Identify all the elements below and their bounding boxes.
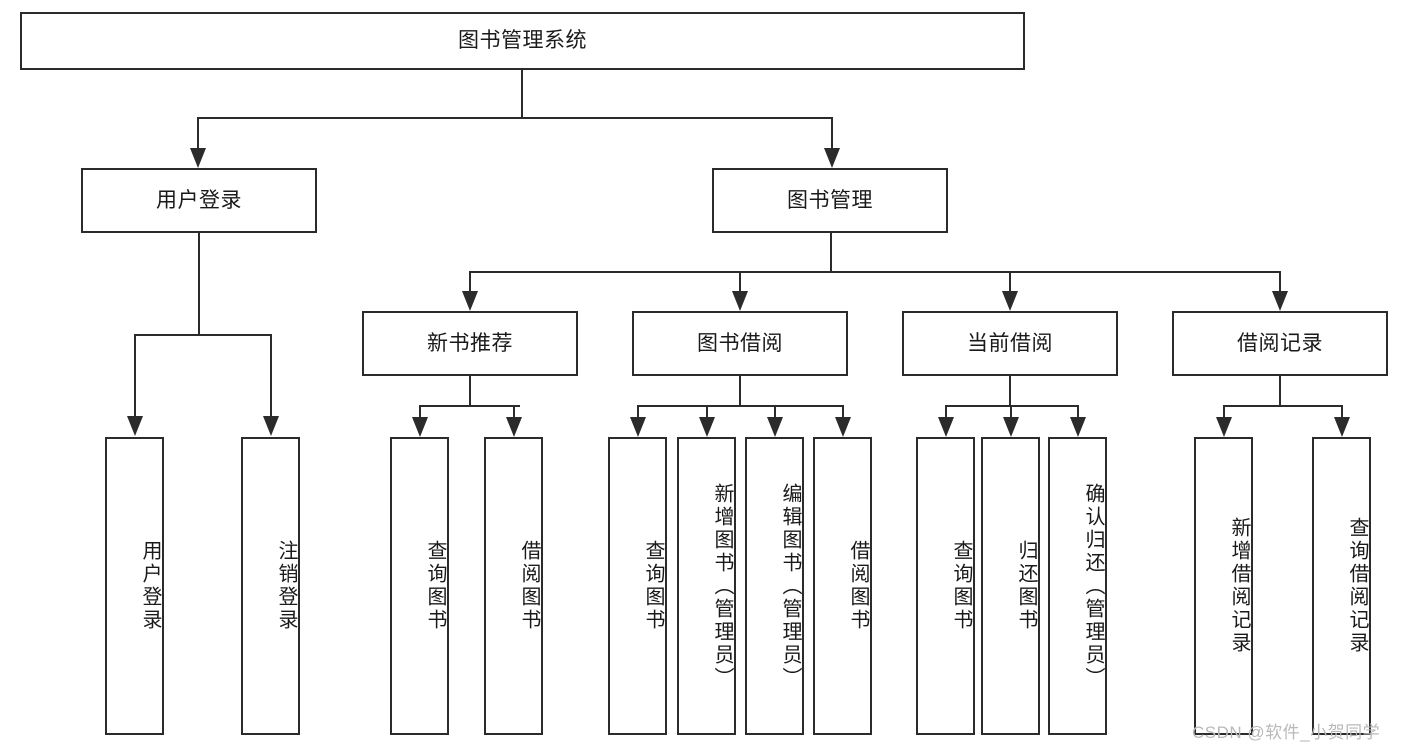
connector-book-borrow-stem — [739, 376, 741, 407]
leaf-br-add-record[interactable]: 新增借阅记录 — [1194, 437, 1253, 735]
connector-current-borrow-bus — [945, 405, 1079, 407]
node-label: 查询图书 — [950, 540, 972, 632]
leaf-bb-add-book-admin[interactable]: 新增图书（管理员） — [677, 437, 736, 735]
connector-borrow-record-stem — [1279, 376, 1281, 407]
node-book-borrow[interactable]: 图书借阅 — [632, 311, 848, 376]
arrowhead-bb-to-leaf-2 — [699, 417, 715, 437]
node-label: 新增图书（管理员） — [711, 482, 733, 690]
node-book-management[interactable]: 图书管理 — [712, 168, 948, 233]
connector-to-current-borrow — [1009, 271, 1011, 293]
connector-cb-to-leaf-2 — [1010, 405, 1012, 419]
node-label: 借阅图书 — [518, 540, 540, 632]
connector-root-to-user-login — [197, 117, 199, 149]
leaf-user-login[interactable]: 用户登录 — [105, 437, 164, 735]
node-label: 当前借阅 — [967, 331, 1053, 355]
connector-user-login-to-leaf-2 — [270, 334, 272, 417]
node-label: 新书推荐 — [427, 331, 513, 355]
connector-new-book-recommend-stem — [469, 376, 471, 407]
connector-borrow-record-bus — [1223, 405, 1343, 407]
arrowhead-bb-to-leaf-1 — [630, 417, 646, 437]
leaf-br-query-record[interactable]: 查询借阅记录 — [1312, 437, 1371, 735]
connector-user-login-stem — [198, 233, 200, 335]
connector-user-login-to-leaf-1 — [134, 334, 136, 417]
node-label: 图书借阅 — [697, 331, 783, 355]
connector-user-login-bus — [134, 334, 270, 336]
leaf-nbr-borrow-book[interactable]: 借阅图书 — [484, 437, 543, 735]
arrowhead-to-new-book-recommend — [462, 291, 478, 311]
arrowhead-br-to-leaf-1 — [1216, 417, 1232, 437]
arrowhead-bb-to-leaf-3 — [767, 417, 783, 437]
leaf-logout[interactable]: 注销登录 — [241, 437, 300, 735]
node-borrow-record[interactable]: 借阅记录 — [1172, 311, 1388, 376]
connector-cb-to-leaf-1 — [945, 405, 947, 419]
arrowhead-root-to-user-login — [190, 148, 206, 168]
connector-new-book-recommend-bus — [419, 405, 520, 407]
leaf-cb-confirm-return-admin[interactable]: 确认归还（管理员） — [1048, 437, 1107, 735]
leaf-bb-query-book[interactable]: 查询图书 — [608, 437, 667, 735]
connector-to-new-book-recommend — [469, 271, 471, 293]
node-label: 查询图书 — [424, 540, 446, 632]
node-label: 确认归还（管理员） — [1082, 482, 1104, 690]
node-label: 借阅记录 — [1237, 331, 1323, 355]
arrowhead-bb-to-leaf-4 — [835, 417, 851, 437]
connector-nbr-to-leaf-1 — [419, 405, 421, 419]
arrowhead-user-login-to-leaf-1 — [127, 416, 143, 436]
connector-to-book-borrow — [739, 271, 741, 293]
connector-bb-to-leaf-3 — [774, 405, 776, 419]
connector-bb-to-leaf-1 — [637, 405, 639, 419]
node-label: 用户登录 — [139, 540, 161, 632]
node-label: 查询借阅记录 — [1346, 517, 1368, 655]
connector-level3-bus — [469, 271, 1281, 273]
node-label: 新增借阅记录 — [1228, 517, 1250, 655]
connector-nbr-to-leaf-2 — [513, 405, 515, 419]
node-label: 查询图书 — [642, 540, 664, 632]
leaf-nbr-query-book[interactable]: 查询图书 — [390, 437, 449, 735]
node-label: 用户登录 — [156, 188, 242, 212]
leaf-bb-borrow-book[interactable]: 借阅图书 — [813, 437, 872, 735]
connector-book-management-stem — [830, 233, 832, 273]
arrowhead-to-borrow-record — [1272, 291, 1288, 311]
connector-root-stem — [521, 70, 523, 118]
node-label: 编辑图书（管理员） — [779, 482, 801, 690]
node-label: 借阅图书 — [847, 540, 869, 632]
connector-cb-to-leaf-3 — [1077, 405, 1079, 419]
arrowhead-user-login-to-leaf-2 — [263, 416, 279, 436]
connector-root-to-book-management — [831, 117, 833, 149]
arrowhead-nbr-to-leaf-2 — [506, 417, 522, 437]
node-label: 注销登录 — [275, 540, 297, 632]
arrowhead-cb-to-leaf-2 — [1003, 417, 1019, 437]
connector-to-borrow-record — [1279, 271, 1281, 293]
arrowhead-nbr-to-leaf-1 — [412, 417, 428, 437]
arrowhead-cb-to-leaf-1 — [938, 417, 954, 437]
connector-book-borrow-bus — [637, 405, 844, 407]
node-root-book-management-system[interactable]: 图书管理系统 — [20, 12, 1025, 70]
arrowhead-to-current-borrow — [1002, 291, 1018, 311]
connector-bb-to-leaf-2 — [706, 405, 708, 419]
connector-br-to-leaf-1 — [1223, 405, 1225, 419]
node-new-book-recommend[interactable]: 新书推荐 — [362, 311, 578, 376]
arrowhead-root-to-book-management — [824, 148, 840, 168]
arrowhead-cb-to-leaf-3 — [1070, 417, 1086, 437]
connector-current-borrow-stem — [1009, 376, 1011, 407]
arrowhead-br-to-leaf-2 — [1334, 417, 1350, 437]
connector-root-bus — [197, 117, 833, 119]
leaf-bb-edit-book-admin[interactable]: 编辑图书（管理员） — [745, 437, 804, 735]
node-label: 归还图书 — [1015, 540, 1037, 632]
leaf-cb-query-book[interactable]: 查询图书 — [916, 437, 975, 735]
node-current-borrow[interactable]: 当前借阅 — [902, 311, 1118, 376]
arrowhead-to-book-borrow — [732, 291, 748, 311]
node-label: 图书管理 — [787, 188, 873, 212]
node-user-login[interactable]: 用户登录 — [81, 168, 317, 233]
connector-bb-to-leaf-4 — [842, 405, 844, 419]
node-label: 图书管理系统 — [458, 29, 587, 53]
connector-br-to-leaf-2 — [1341, 405, 1343, 419]
leaf-cb-return-book[interactable]: 归还图书 — [981, 437, 1040, 735]
